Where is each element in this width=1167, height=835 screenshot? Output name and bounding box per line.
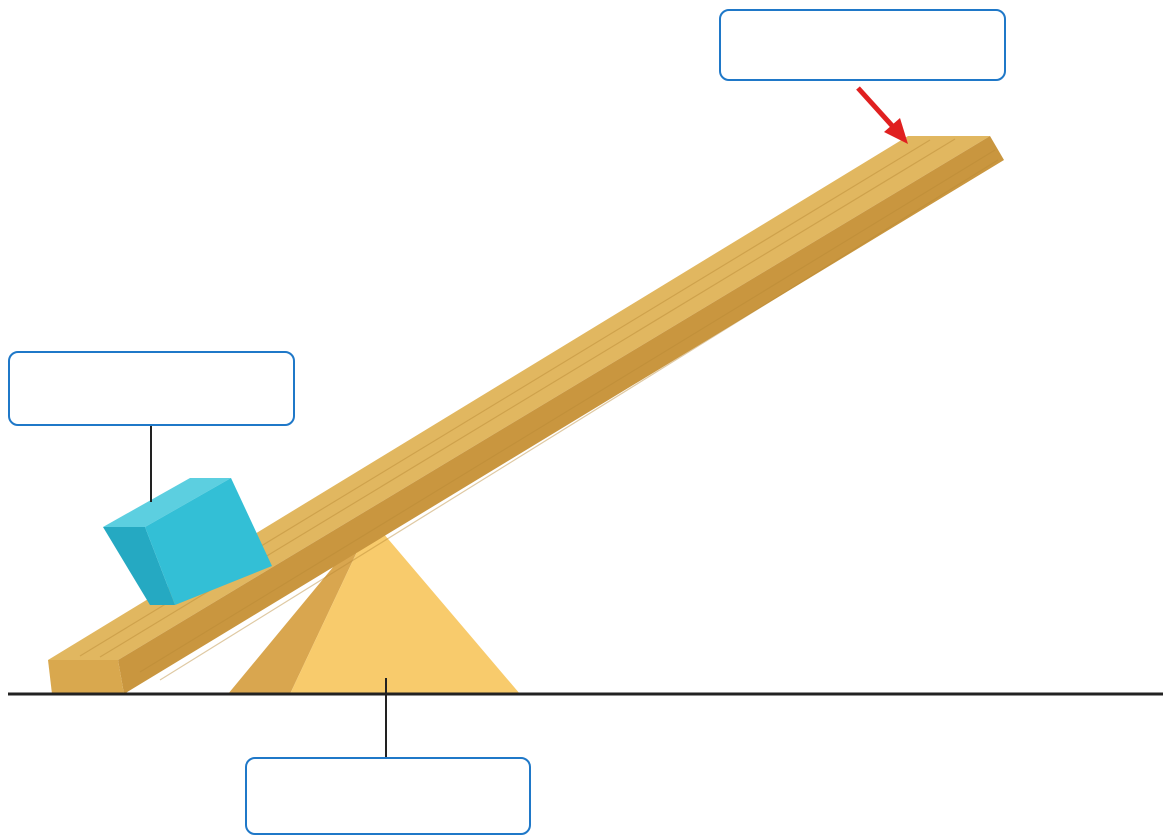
lever-plank bbox=[48, 136, 1004, 694]
plank-front-face bbox=[118, 136, 1004, 694]
load-block-side bbox=[145, 478, 272, 605]
load-block-top bbox=[103, 478, 231, 527]
effort-arrow-icon bbox=[856, 86, 908, 144]
effort-label-box[interactable] bbox=[719, 9, 1006, 81]
load-block-front bbox=[103, 527, 175, 605]
fulcrum-label-box[interactable] bbox=[245, 757, 531, 835]
fulcrum-front-face bbox=[290, 520, 520, 694]
plank-end-face bbox=[48, 660, 124, 694]
load-block bbox=[103, 478, 272, 605]
load-label-box[interactable] bbox=[8, 351, 295, 426]
plank-top-face bbox=[48, 136, 990, 660]
